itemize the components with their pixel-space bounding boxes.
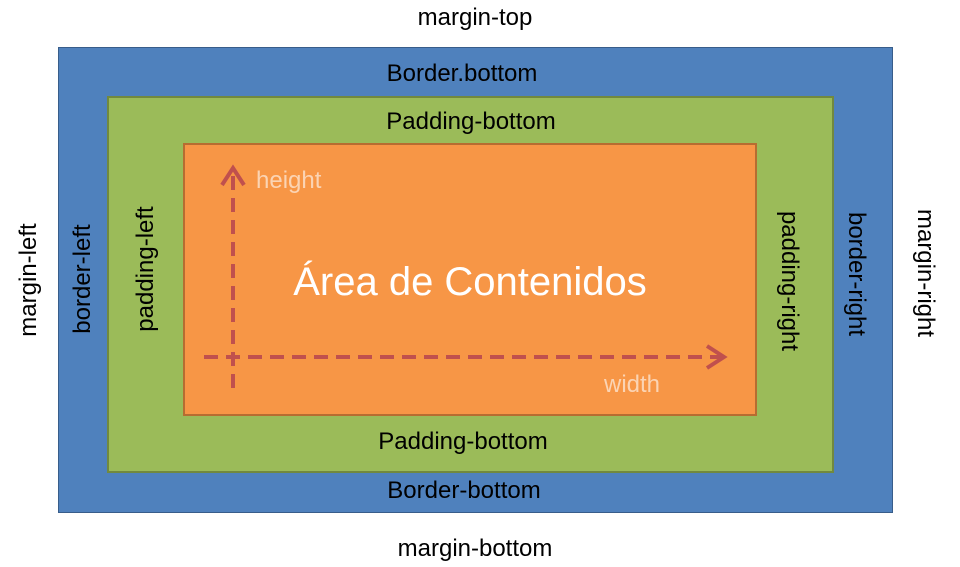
margin-bottom-label: margin-bottom xyxy=(397,535,553,562)
height-arrowhead xyxy=(220,164,246,187)
content-area xyxy=(183,143,757,416)
width-arrowhead xyxy=(705,344,728,370)
width-label: width xyxy=(604,371,661,398)
border-top-label: Border.bottom xyxy=(386,60,538,87)
padding-top-label: Padding-bottom xyxy=(386,108,556,135)
border-bottom-label: Border-bottom xyxy=(387,477,541,504)
content-area-title: Área de Contenidos xyxy=(293,260,647,304)
margin-top-label: margin-top xyxy=(417,4,533,31)
padding-bottom-label: Padding-bottom xyxy=(378,428,548,455)
height-label: height xyxy=(256,167,322,194)
